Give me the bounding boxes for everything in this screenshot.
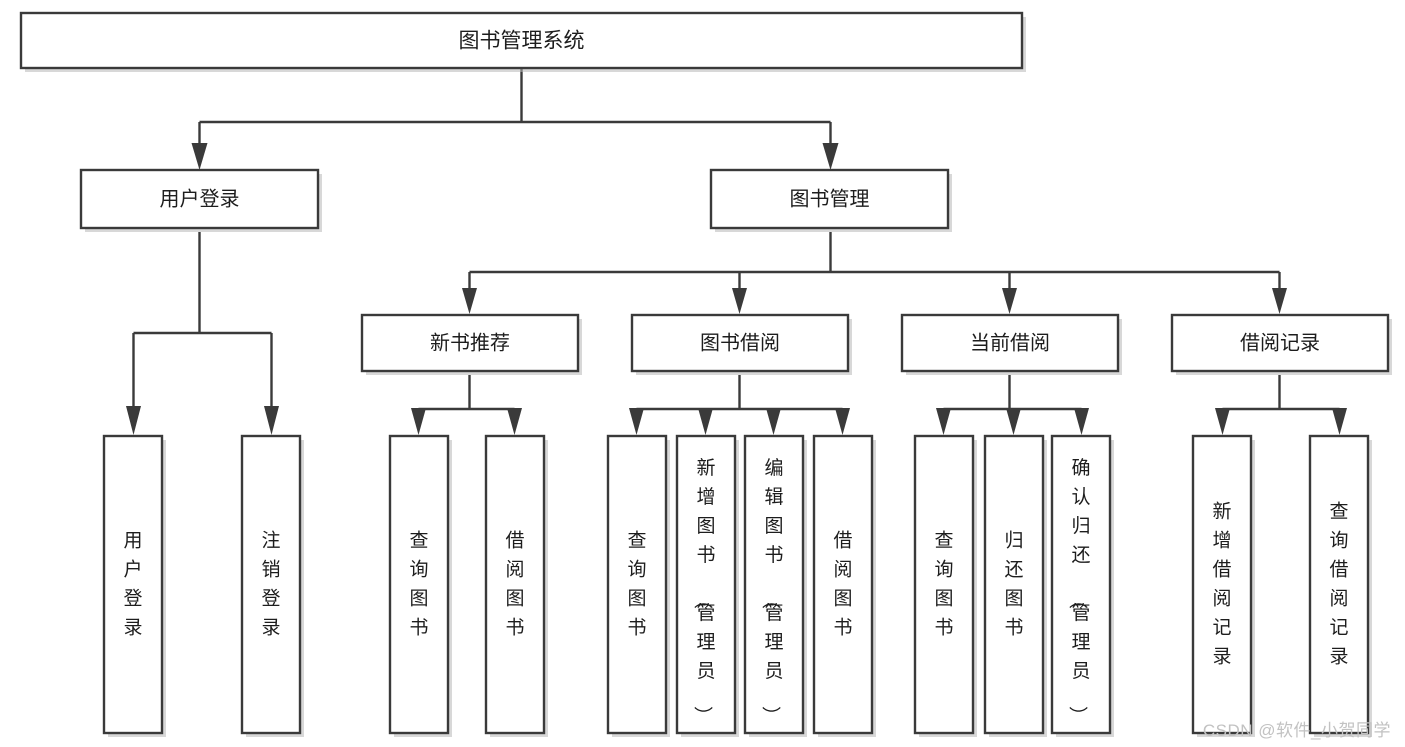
node-leaf-user-login[interactable] bbox=[102, 434, 166, 737]
node-l2-1-box[interactable] bbox=[630, 313, 850, 373]
arrowhead-l2-3 bbox=[1272, 288, 1287, 314]
node-leaf-borrow-book-bb[interactable] bbox=[812, 434, 876, 737]
node-leaf-logout[interactable] bbox=[240, 434, 304, 737]
node-leaf-0-box[interactable] bbox=[102, 434, 164, 735]
node-l2-0-label: 新书推荐 bbox=[430, 331, 510, 354]
arrowhead-leaf-3 bbox=[507, 408, 522, 435]
node-leaf-12-label: 查询借阅记录 bbox=[1329, 501, 1348, 668]
arrowhead-leaf-7 bbox=[835, 408, 850, 435]
node-leaf-7-label: 借阅图书 bbox=[833, 530, 852, 639]
node-leaf-query-book-bb[interactable] bbox=[606, 434, 670, 737]
connector-group-root bbox=[191, 68, 839, 170]
arrowhead-leaf-9 bbox=[1006, 408, 1021, 435]
arrowhead-leaf-11 bbox=[1215, 408, 1230, 435]
node-leaf-1-label: 注销登录 bbox=[261, 530, 280, 639]
node-root-box[interactable] bbox=[19, 11, 1024, 70]
node-leaf-5-label: 新增图书（管理员） bbox=[691, 457, 715, 725]
node-l2-2-label: 当前借阅 bbox=[970, 331, 1050, 354]
node-l2-3-label: 借阅记录 bbox=[1240, 331, 1320, 354]
node-leaf-3-label: 借阅图书 bbox=[505, 530, 524, 639]
node-leaf-6-label: 编辑图书（管理员） bbox=[759, 457, 783, 725]
node-leaf-9-label: 归还图书 bbox=[1004, 530, 1023, 639]
node-leaf-confirm-return[interactable] bbox=[1050, 434, 1114, 737]
node-leaf-6-box[interactable] bbox=[743, 434, 805, 735]
arrowhead-l1-0 bbox=[191, 143, 208, 170]
node-leaf-add-record[interactable] bbox=[1191, 434, 1255, 737]
connector-group-book-manage bbox=[462, 232, 1287, 314]
node-leaf-9-box[interactable] bbox=[983, 434, 1045, 735]
node-l2-1-label: 图书借阅 bbox=[700, 331, 780, 354]
node-leaf-2-box[interactable] bbox=[388, 434, 450, 735]
connector-group-borrow-record bbox=[1215, 375, 1347, 435]
node-leaf-query-book-nb[interactable] bbox=[388, 434, 452, 737]
node-leaf-5-box[interactable] bbox=[675, 434, 737, 735]
node-leaf-0-label: 用户登录 bbox=[123, 531, 142, 639]
node-l1-user-login[interactable]: 用户登录 bbox=[79, 168, 322, 232]
node-l1-1-box[interactable] bbox=[709, 168, 950, 230]
arrowhead-l2-0 bbox=[462, 288, 477, 314]
arrowhead-l2-1 bbox=[732, 288, 747, 314]
arrowhead-leaf-1 bbox=[264, 406, 279, 435]
node-leaf-8-box[interactable] bbox=[913, 434, 975, 735]
leaf-label-group: 用户登录 注销登录 查询图书 借阅图书 查询图书 新增图书（管理员） 编辑图书（… bbox=[123, 457, 1348, 725]
node-leaf-edit-book[interactable] bbox=[743, 434, 807, 737]
arrowhead-leaf-10 bbox=[1074, 408, 1089, 435]
arrowhead-leaf-5 bbox=[698, 408, 713, 435]
node-l2-0-box[interactable] bbox=[360, 313, 580, 373]
node-l1-0-box[interactable] bbox=[79, 168, 320, 230]
arrowhead-leaf-12 bbox=[1332, 408, 1347, 435]
node-l1-1-label: 图书管理 bbox=[790, 187, 870, 210]
csdn-watermark: CSDN @软件_小贺同学 bbox=[1202, 721, 1391, 740]
node-leaf-7-box[interactable] bbox=[812, 434, 874, 735]
node-leaf-query-record[interactable] bbox=[1308, 434, 1372, 737]
arrowhead-l2-2 bbox=[1002, 288, 1017, 314]
node-leaf-return-book[interactable] bbox=[983, 434, 1047, 737]
connector-group-current-borrow bbox=[936, 375, 1089, 435]
node-leaf-10-label: 确认归还（管理员） bbox=[1066, 457, 1090, 725]
node-leaf-10-box[interactable] bbox=[1050, 434, 1112, 735]
node-leaf-add-book[interactable] bbox=[675, 434, 739, 737]
connector-group-new-book bbox=[411, 375, 522, 435]
node-leaf-query-book-cb[interactable] bbox=[913, 434, 977, 737]
node-leaf-8-label: 查询图书 bbox=[934, 530, 953, 639]
connector-group-book-borrow bbox=[629, 375, 850, 435]
node-leaf-borrow-book-nb[interactable] bbox=[484, 434, 548, 737]
node-l2-borrow-record[interactable]: 借阅记录 bbox=[1170, 313, 1392, 375]
node-leaf-2-label: 查询图书 bbox=[409, 530, 428, 639]
arrowhead-leaf-2 bbox=[411, 408, 426, 435]
arrowhead-leaf-0 bbox=[126, 406, 141, 435]
node-leaf-11-box[interactable] bbox=[1191, 434, 1253, 735]
node-l2-book-borrow[interactable]: 图书借阅 bbox=[630, 313, 852, 375]
arrowhead-leaf-8 bbox=[936, 408, 951, 435]
connector-group-user-login bbox=[126, 232, 279, 435]
arrowhead-leaf-4 bbox=[629, 408, 644, 435]
node-l2-3-box[interactable] bbox=[1170, 313, 1390, 373]
node-root-label: 图书管理系统 bbox=[459, 30, 585, 53]
node-leaf-4-label: 查询图书 bbox=[627, 530, 646, 639]
arrowhead-l1-1 bbox=[822, 143, 839, 170]
node-l2-new-book[interactable]: 新书推荐 bbox=[360, 313, 582, 375]
node-root[interactable]: 图书管理系统 bbox=[19, 11, 1026, 72]
arrowhead-leaf-6 bbox=[766, 408, 781, 435]
node-leaf-11-label: 新增借阅记录 bbox=[1212, 501, 1231, 668]
node-l1-book-manage[interactable]: 图书管理 bbox=[709, 168, 952, 232]
node-l2-2-box[interactable] bbox=[900, 313, 1120, 373]
node-l1-0-label: 用户登录 bbox=[160, 187, 240, 210]
node-leaf-3-box[interactable] bbox=[484, 434, 546, 735]
node-leaf-4-box[interactable] bbox=[606, 434, 668, 735]
node-leaf-12-box[interactable] bbox=[1308, 434, 1370, 735]
node-leaf-1-box[interactable] bbox=[240, 434, 302, 735]
node-l2-current-borrow[interactable]: 当前借阅 bbox=[900, 313, 1122, 375]
